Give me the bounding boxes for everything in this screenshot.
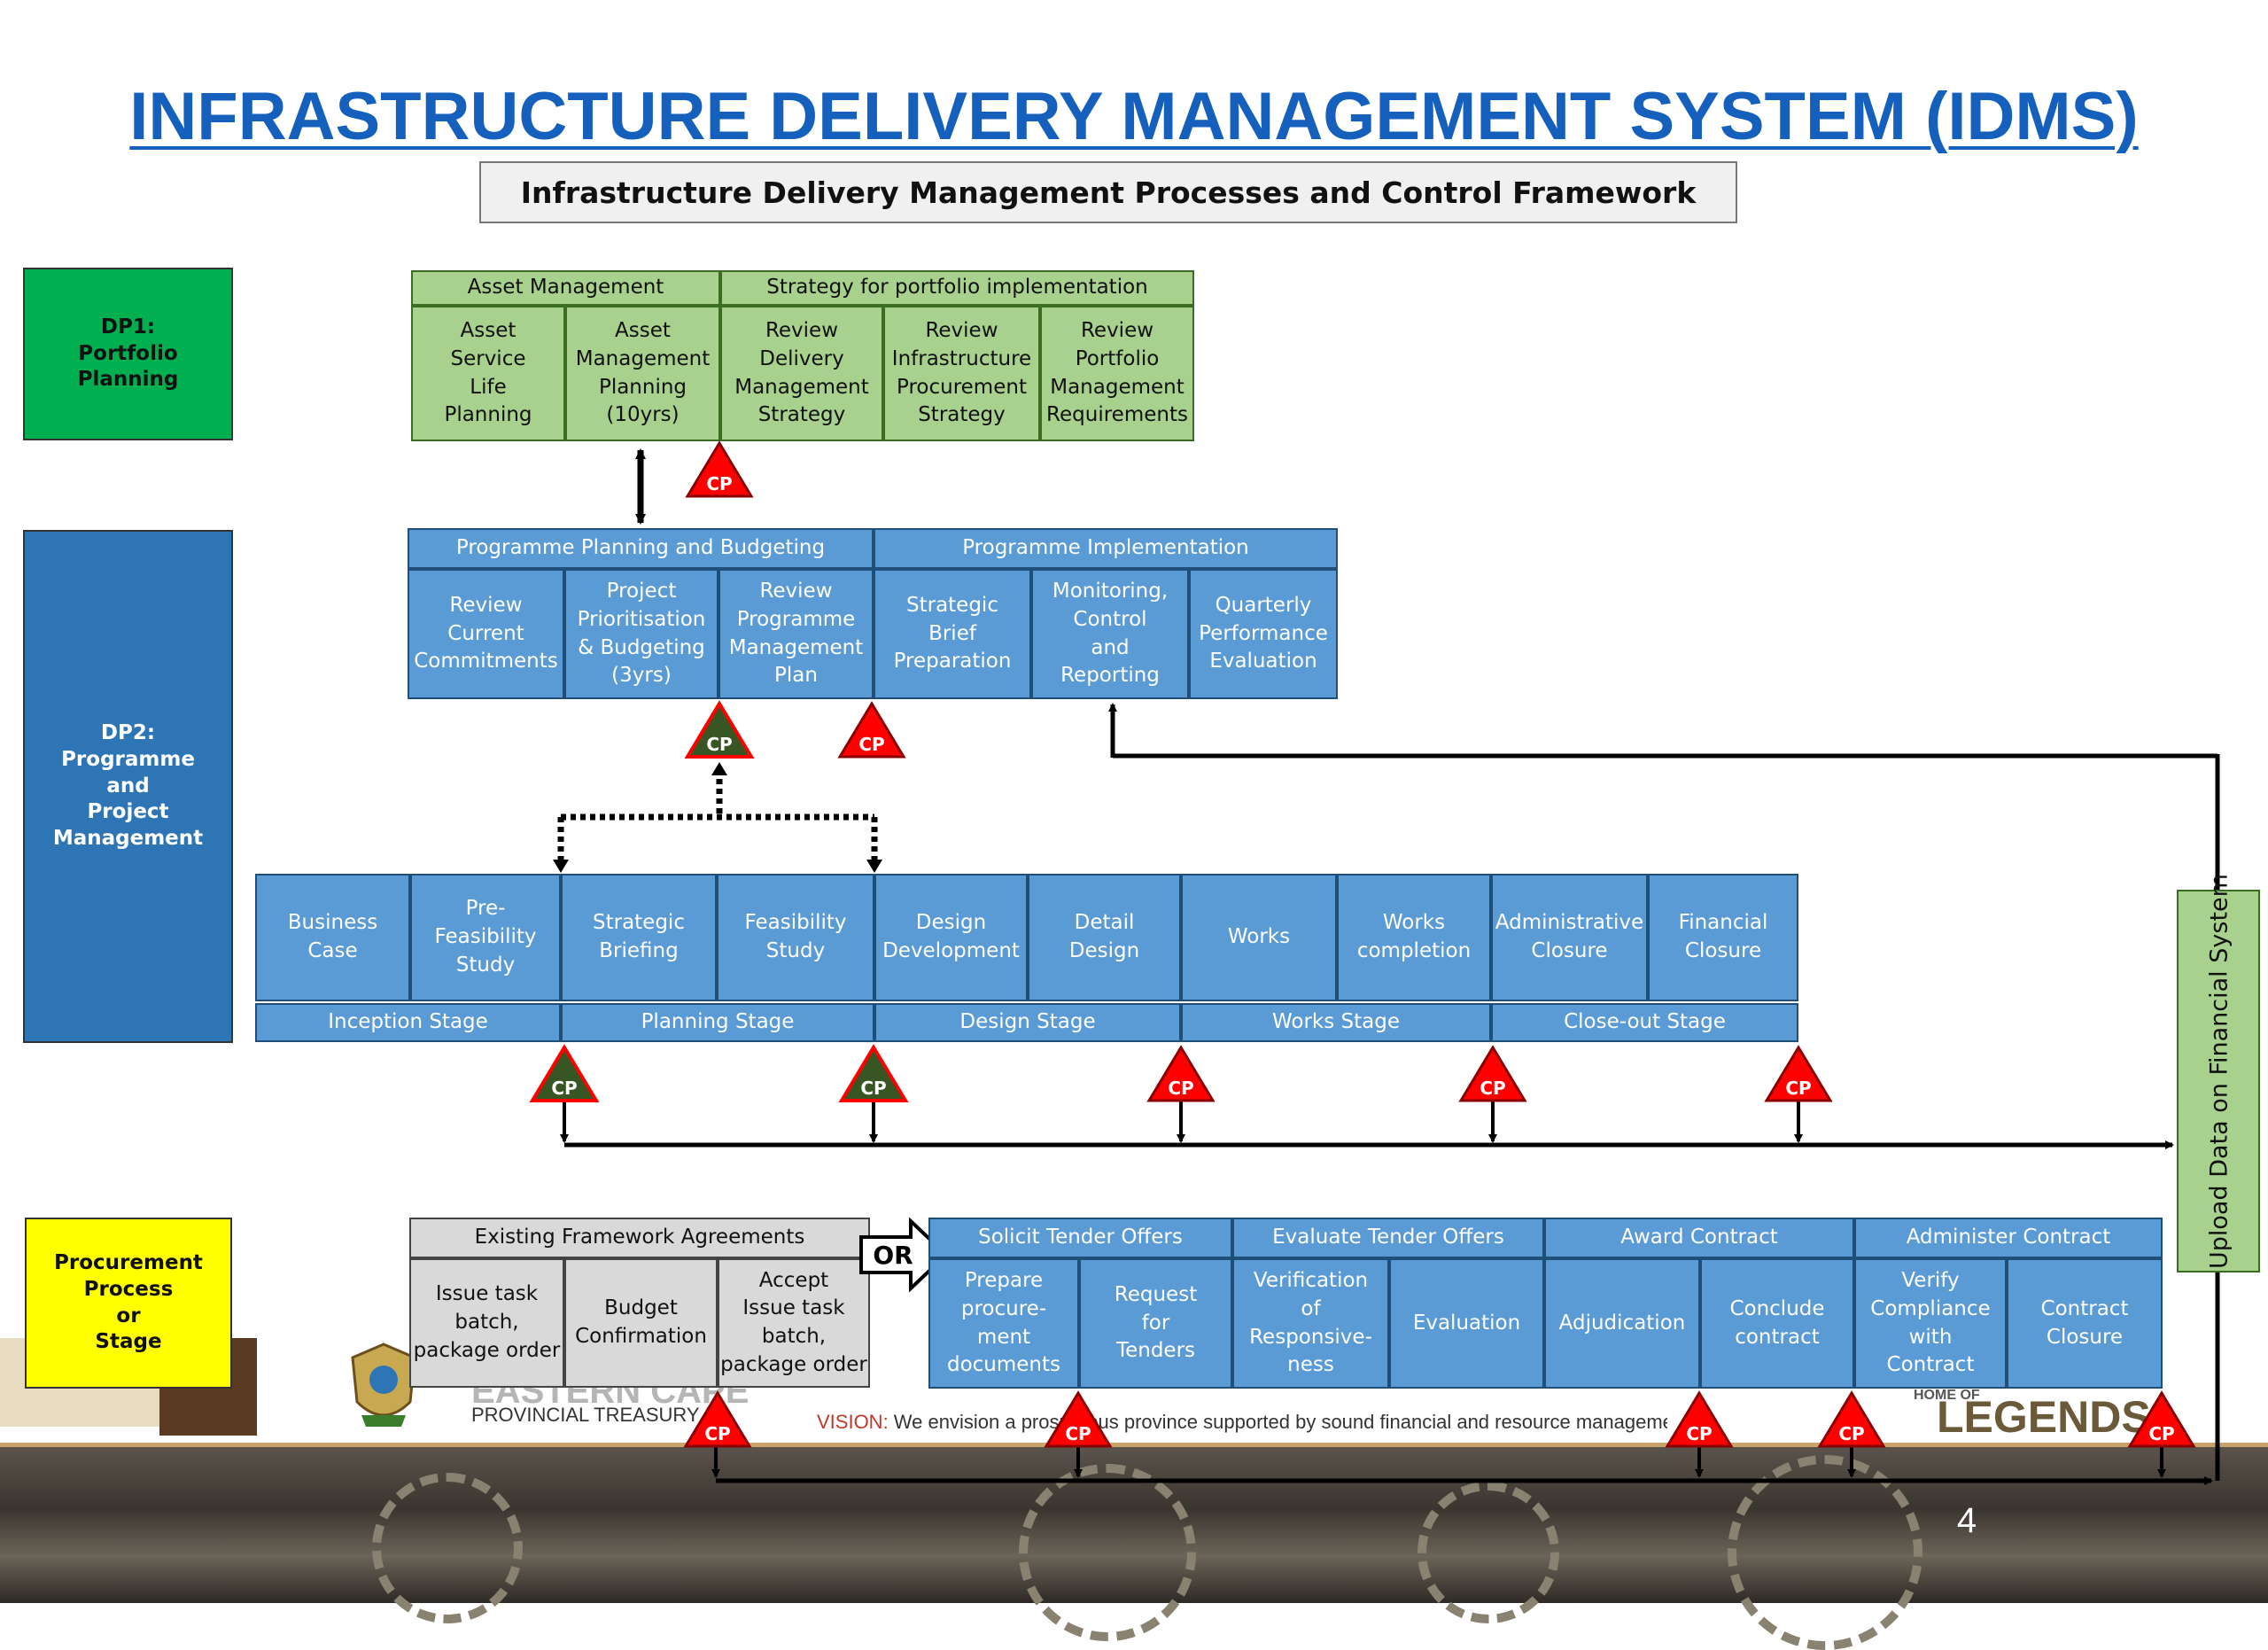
conclude-contract: Conclude contract	[1700, 1258, 1854, 1389]
cp-control-point: CP	[2126, 1389, 2197, 1450]
budget-confirmation: Budget Confirmation	[564, 1258, 718, 1388]
verify-compliance-with-contract: Verify Compliance with Contract	[1854, 1258, 2007, 1389]
solicit-tender-offers-header: Solicit Tender Offers	[928, 1218, 1232, 1258]
cp-label: CP	[551, 1078, 578, 1099]
cp-label: CP	[858, 734, 885, 755]
design-development: Design Development	[874, 874, 1028, 1001]
upload-data-financial-system-box: Upload Data on Financial System	[2177, 874, 2260, 1273]
subtitle-box: Infrastructure Delivery Management Proce…	[479, 161, 1737, 223]
cp-control-point: CP	[1664, 1389, 1735, 1450]
contract-closure: Contract Closure	[2007, 1258, 2163, 1389]
review-current-commitments: Review Current Commitments	[408, 569, 564, 699]
programme-planning-header: Programme Planning and Budgeting	[408, 528, 874, 569]
stage-works: Works Stage	[1181, 1003, 1491, 1042]
issue-task-batch-package-order: Issue task batch, package order	[409, 1258, 564, 1388]
phase-dp2-programme-project-management: DP2: Programme and Project Management	[23, 530, 233, 1043]
stage-inception: Inception Stage	[255, 1003, 561, 1042]
feasibility-study: Feasibility Study	[717, 874, 874, 1001]
cp-control-point: CP	[684, 700, 755, 760]
cp-control-point: CP	[1043, 1389, 1114, 1450]
home-of-label: HOME OF	[1914, 1388, 1980, 1403]
works-completion: Works completion	[1337, 874, 1491, 1001]
quarterly-performance-evaluation: Quarterly Performance Evaluation	[1189, 569, 1338, 699]
works: Works	[1181, 874, 1337, 1001]
review-programme-management-plan: Review Programme Management Plan	[718, 569, 874, 699]
or-label: OR	[873, 1241, 913, 1270]
cp-label: CP	[1065, 1423, 1091, 1444]
programme-implementation-header: Programme Implementation	[874, 528, 1338, 569]
review-portfolio-management-requirements: Review Portfolio Management Requirements	[1040, 306, 1194, 441]
cp-label: CP	[706, 734, 733, 755]
evaluation: Evaluation	[1389, 1258, 1544, 1389]
strategic-brief-preparation: Strategic Brief Preparation	[874, 569, 1031, 699]
asset-management-header: Asset Management	[411, 270, 720, 306]
cp-control-point: CP	[1457, 1044, 1528, 1104]
phase-procurement: Procurement Process or Stage	[25, 1218, 232, 1389]
award-contract-header: Award Contract	[1544, 1218, 1854, 1258]
accept-issue-task-batch: Accept Issue task batch, package order	[718, 1258, 870, 1388]
vision-statement: VISION: We envision a prosperous provinc…	[817, 1411, 1667, 1434]
coat-of-arms-logo	[344, 1340, 423, 1433]
cp-label: CP	[706, 473, 733, 494]
cp-control-point: CP	[838, 1044, 909, 1104]
stage-design: Design Stage	[874, 1003, 1181, 1042]
cp-label: CP	[1686, 1423, 1713, 1444]
cp-control-point: CP	[684, 440, 755, 500]
prepare-procurement-documents: Prepare procure- ment documents	[928, 1258, 1079, 1389]
financial-closure: Financial Closure	[1648, 874, 1798, 1001]
cp-label: CP	[860, 1078, 887, 1099]
legends-logo: LEGENDS	[1937, 1392, 2151, 1442]
footer-gear-band	[0, 1446, 2268, 1650]
stage-close-out: Close-out Stage	[1491, 1003, 1798, 1042]
request-for-tenders: Request for Tenders	[1079, 1258, 1232, 1389]
monitoring-control-reporting: Monitoring, Control and Reporting	[1031, 569, 1189, 699]
existing-framework-agreements-header: Existing Framework Agreements	[409, 1218, 870, 1258]
treasury-name: PROVINCIAL TREASURY	[471, 1404, 700, 1426]
vision-label: VISION:	[817, 1411, 889, 1433]
cp-control-point: CP	[836, 700, 907, 760]
cp-label: CP	[1838, 1423, 1865, 1444]
project-prioritisation-budgeting: Project Prioritisation & Budgeting (3yrs…	[564, 569, 718, 699]
stage-planning: Planning Stage	[561, 1003, 874, 1042]
review-infrastructure-procurement-strategy: Review Infrastructure Procurement Strate…	[883, 306, 1040, 441]
administrative-closure: Administrative Closure	[1491, 874, 1648, 1001]
cp-control-point: CP	[1763, 1044, 1834, 1104]
evaluate-tender-offers-header: Evaluate Tender Offers	[1232, 1218, 1544, 1258]
cp-label: CP	[1480, 1078, 1506, 1099]
page-number: 4	[1956, 1501, 1977, 1540]
administer-contract-header: Administer Contract	[1854, 1218, 2163, 1258]
asset-management-planning: Asset Management Planning (10yrs)	[565, 306, 720, 441]
review-delivery-management-strategy: Review Delivery Management Strategy	[720, 306, 883, 441]
cp-control-point: CP	[1816, 1389, 1887, 1450]
cp-control-point: CP	[682, 1389, 753, 1450]
phase-dp1-portfolio-planning: DP1: Portfolio Planning	[23, 268, 233, 440]
cp-control-point: CP	[1146, 1044, 1216, 1104]
page-title: INFRASTRUCTURE DELIVERY MANAGEMENT SYSTE…	[129, 79, 2139, 154]
connector-lines	[553, 448, 2220, 1485]
cp-label: CP	[1168, 1078, 1194, 1099]
cp-label: CP	[2148, 1423, 2175, 1444]
strategy-header: Strategy for portfolio implementation	[720, 270, 1194, 306]
vision-text: We envision a prosperous province suppor…	[888, 1411, 1667, 1433]
detail-design: Detail Design	[1028, 874, 1181, 1001]
asset-service-life-planning: Asset Service Life Planning	[411, 306, 565, 441]
cp-label: CP	[1785, 1078, 1812, 1099]
cp-control-point: CP	[529, 1044, 600, 1104]
pre-feasibility-study: Pre- Feasibility Study	[410, 874, 561, 1001]
business-case: Business Case	[255, 874, 410, 1001]
upload-data-label: Upload Data on Financial System	[2205, 874, 2233, 1269]
cp-label: CP	[704, 1423, 731, 1444]
footer-divider	[0, 1443, 2268, 1447]
verification-of-responsiveness: Verification of Responsive- ness	[1232, 1258, 1389, 1389]
strategic-briefing: Strategic Briefing	[561, 874, 717, 1001]
adjudication: Adjudication	[1544, 1258, 1700, 1389]
